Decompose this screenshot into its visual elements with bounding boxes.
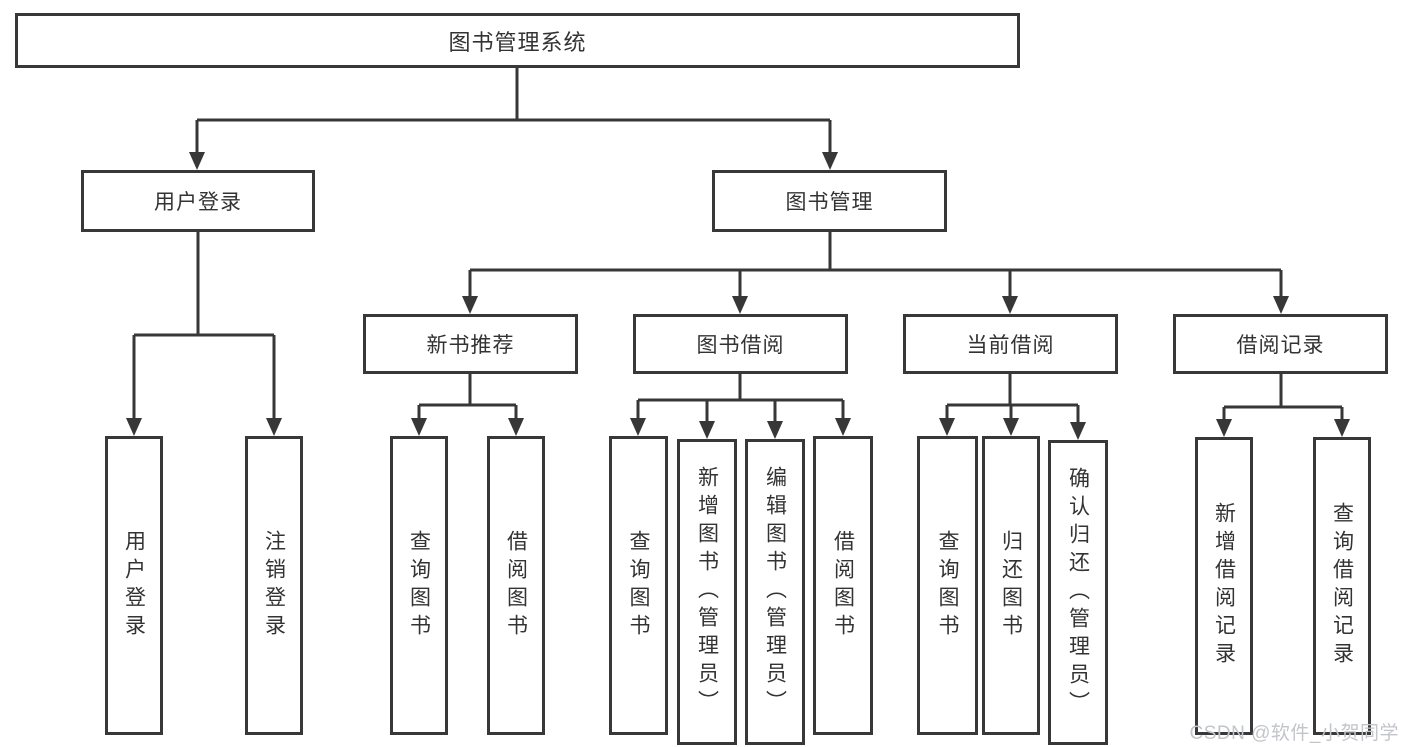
node-add-books-admin: 新增图书（管理员） — [677, 439, 737, 745]
node-book-management: 图书管理 — [712, 170, 947, 232]
node-label: 新增借阅记录 — [1212, 502, 1236, 670]
node-label: 查询图书 — [627, 529, 650, 642]
node-label: 用户登录 — [154, 191, 242, 214]
node-add-borrow-record: 新增借阅记录 — [1195, 437, 1253, 735]
node-confirm-return-admin: 确认归还（管理员） — [1048, 440, 1108, 745]
node-label: 新增图书（管理员） — [695, 466, 719, 718]
node-borrow-books-recommend: 借阅图书 — [487, 436, 545, 735]
node-label: 编辑图书（管理员） — [763, 466, 787, 718]
node-label: 查询借阅记录 — [1330, 502, 1354, 670]
node-label: 确认归还（管理员） — [1066, 466, 1090, 719]
node-label: 归还图书 — [999, 529, 1023, 642]
node-label: 新书推荐 — [426, 334, 515, 357]
node-current-borrowing: 当前借阅 — [903, 314, 1118, 374]
node-user-login-group: 用户登录 — [81, 170, 315, 232]
node-label: 借阅图书 — [831, 529, 855, 642]
node-return-books: 归还图书 — [982, 436, 1040, 735]
node-logout: 注销登录 — [245, 436, 303, 735]
node-borrowing-records: 借阅记录 — [1173, 314, 1388, 374]
node-query-borrow-record: 查询借阅记录 — [1313, 437, 1371, 735]
node-library-management-system: 图书管理系统 — [15, 13, 1020, 68]
node-label: 当前借阅 — [966, 334, 1055, 357]
node-label: 图书管理系统 — [448, 29, 587, 55]
node-label: 借阅记录 — [1236, 334, 1325, 357]
node-label: 查询图书 — [936, 529, 959, 642]
node-book-borrowing: 图书借阅 — [633, 314, 848, 374]
node-label: 注销登录 — [262, 529, 286, 642]
node-label: 图书管理 — [785, 191, 874, 214]
node-query-books-current: 查询图书 — [917, 436, 978, 735]
csdn-watermark: CSDN @软件_小贺同学 — [1189, 723, 1399, 744]
node-label: 查询图书 — [407, 529, 431, 642]
node-label: 借阅图书 — [504, 529, 528, 642]
node-query-books-recommend: 查询图书 — [390, 436, 448, 735]
node-label: 图书借阅 — [696, 334, 785, 357]
node-label: 用户登录 — [122, 529, 146, 642]
node-borrow-books: 借阅图书 — [813, 436, 873, 735]
node-query-books-borrowing: 查询图书 — [609, 436, 668, 735]
node-edit-books-admin: 编辑图书（管理员） — [745, 439, 805, 745]
node-user-login: 用户登录 — [105, 436, 163, 735]
node-new-book-recommendation: 新书推荐 — [363, 314, 578, 374]
